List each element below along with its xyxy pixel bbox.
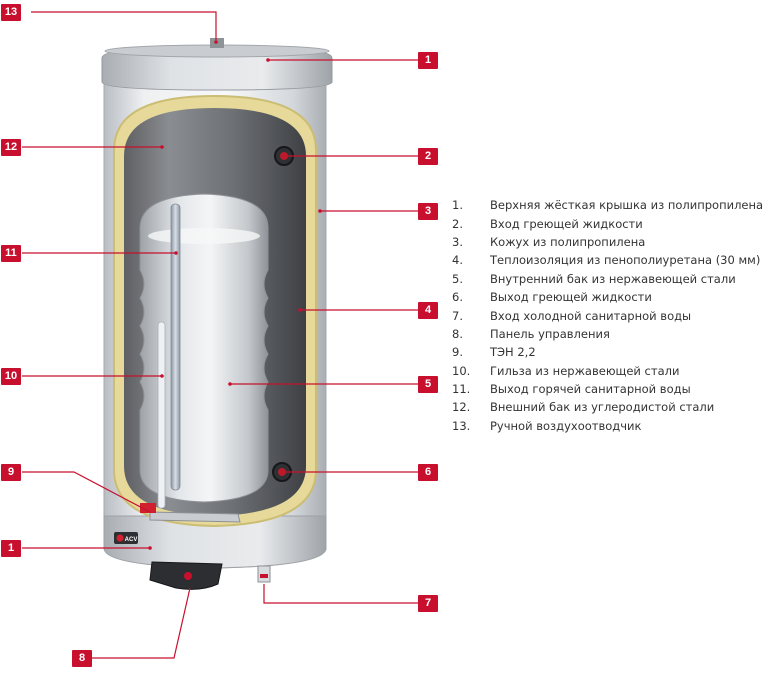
callout-5: 5: [418, 376, 438, 393]
parts-legend: 1.Верхняя жёсткая крышка из полипропилен…: [452, 196, 763, 435]
legend-item: 9.ТЭН 2,2: [452, 343, 763, 361]
legend-item: 6.Выход греющей жидкости: [452, 288, 763, 306]
legend-item: 8.Панель управления: [452, 325, 763, 343]
legend-number: 8.: [452, 327, 490, 341]
legend-item: 10.Гильза из нержавеющей стали: [452, 362, 763, 380]
inner-tank-top-highlight: [148, 228, 260, 244]
legend-text: ТЭН 2,2: [490, 345, 536, 359]
legend-number: 10.: [452, 364, 490, 378]
legend-text: Панель управления: [490, 327, 610, 341]
legend-item: 11.Выход горячей санитарной воды: [452, 380, 763, 398]
legend-item: 13.Ручной воздухоотводчик: [452, 417, 763, 435]
legend-number: 11.: [452, 382, 490, 396]
legend-item: 7.Вход холодной санитарной воды: [452, 306, 763, 324]
callout-11: 11: [1, 245, 21, 262]
legend-number: 9.: [452, 345, 490, 359]
control-knob: [184, 572, 192, 580]
callout-13: 13: [1, 4, 21, 21]
legend-number: 5.: [452, 272, 490, 286]
legend-text: Внешний бак из углеродистой стали: [490, 400, 714, 414]
callout-6: 6: [418, 464, 438, 481]
heating-element: [150, 512, 240, 522]
legend-text: Выход горячей санитарной воды: [490, 382, 691, 396]
callout-1-top: 1: [418, 52, 438, 69]
legend-item: 4.Теплоизоляция из пенополиуретана (30 м…: [452, 251, 763, 269]
legend-text: Гильза из нержавеющей стали: [490, 364, 679, 378]
legend-number: 1.: [452, 198, 490, 212]
dot-4: [298, 308, 302, 312]
legend-number: 13.: [452, 419, 490, 433]
cold-water-inlet-red: [260, 574, 268, 578]
dot-5: [228, 382, 232, 386]
legend-item: 2.Вход греющей жидкости: [452, 214, 763, 232]
callout-2: 2: [418, 148, 438, 165]
legend-number: 3.: [452, 235, 490, 249]
legend-number: 12.: [452, 400, 490, 414]
callout-1-bottom: 1: [1, 540, 21, 557]
callout-12: 12: [1, 139, 21, 156]
legend-text: Вход греющей жидкости: [490, 217, 643, 231]
legend-text: Теплоизоляция из пенополиуретана (30 мм): [490, 253, 760, 267]
callout-10: 10: [1, 368, 21, 385]
callout-4: 4: [418, 302, 438, 319]
dot-1-bottom: [148, 546, 152, 550]
callout-9: 9: [1, 464, 21, 481]
legend-item: 3.Кожух из полипропилена: [452, 233, 763, 251]
legend-text: Вход холодной санитарной воды: [490, 309, 691, 323]
callout-8: 8: [72, 650, 92, 667]
legend-text: Выход греющей жидкости: [490, 290, 652, 304]
leader-8: [92, 588, 190, 658]
dot-13: [214, 40, 218, 44]
dot-3: [318, 209, 322, 213]
legend-item: 5.Внутренний бак из нержавеющей стали: [452, 270, 763, 288]
dot-10: [160, 374, 164, 378]
legend-text: Ручной воздухоотводчик: [490, 419, 641, 433]
legend-number: 7.: [452, 309, 490, 323]
leader-13: [31, 12, 216, 40]
stainless-sleeve: [158, 322, 165, 508]
callout-7: 7: [418, 595, 438, 612]
legend-number: 2.: [452, 217, 490, 231]
legend-text: Кожух из полипропилена: [490, 235, 645, 249]
dot-12: [160, 145, 164, 149]
legend-item: 12.Внешний бак из углеродистой стали: [452, 398, 763, 416]
dot-1-top: [266, 58, 270, 62]
dot-11: [174, 251, 178, 255]
legend-number: 4.: [452, 253, 490, 267]
legend-text: Внутренний бак из нержавеющей стали: [490, 272, 736, 286]
hot-water-outlet-pipe: [171, 204, 180, 490]
legend-item: 1.Верхняя жёсткая крышка из полипропилен…: [452, 196, 763, 214]
logo-dot: [117, 535, 124, 542]
logo-text: ACV: [125, 537, 138, 543]
legend-text: Верхняя жёсткая крышка из полипропилена: [490, 198, 763, 212]
callout-3: 3: [418, 203, 438, 220]
leader-7: [264, 584, 418, 603]
legend-number: 6.: [452, 290, 490, 304]
